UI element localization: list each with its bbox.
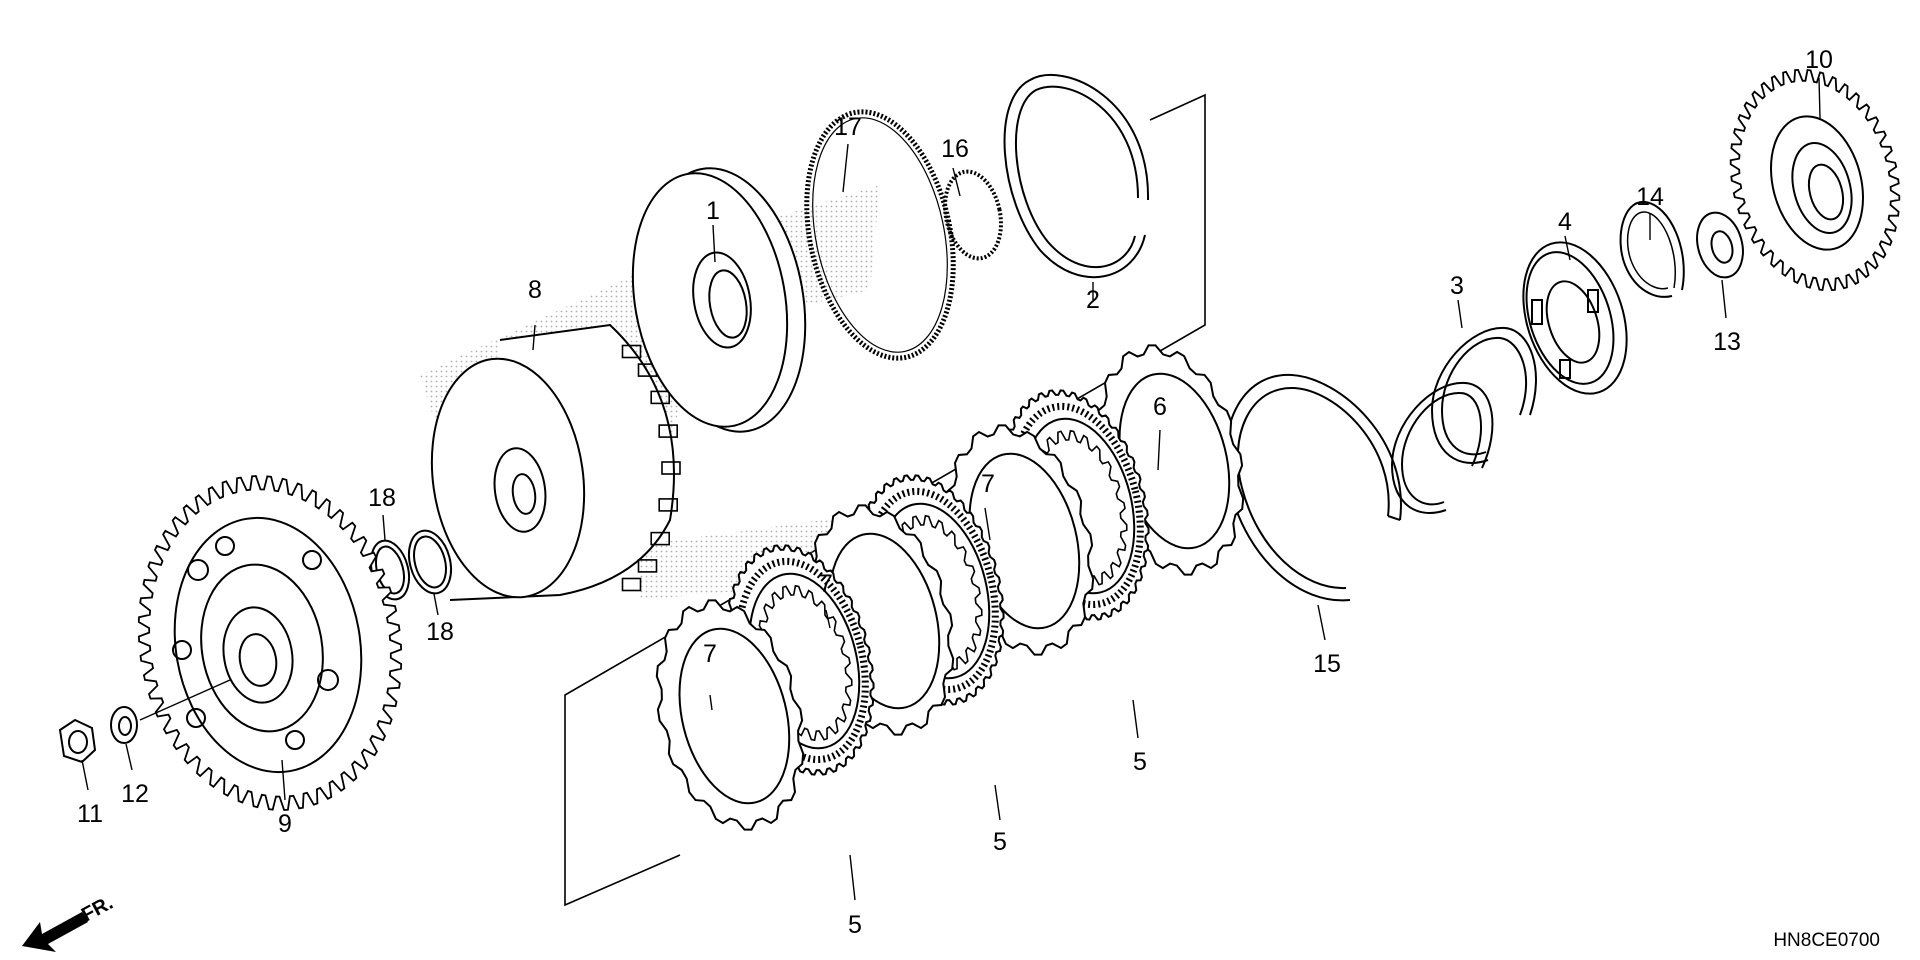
clutch-plate-7 xyxy=(655,599,805,831)
callout-13: 13 xyxy=(1713,328,1741,356)
circlip-inner xyxy=(1626,211,1676,290)
return-spring xyxy=(1390,326,1537,514)
drum-spline xyxy=(650,531,671,546)
callout-7c: 7 xyxy=(981,470,995,498)
washer-12 xyxy=(110,706,138,744)
leader-lines xyxy=(81,77,1821,901)
primary-drive-gear xyxy=(137,475,403,811)
callout-5a: 5 xyxy=(848,911,862,939)
callout-15: 15 xyxy=(1313,650,1341,678)
thrust-washer xyxy=(1696,211,1744,279)
callout-12: 12 xyxy=(121,780,149,808)
front-direction-indicator: FR. xyxy=(22,892,117,952)
callout-10: 10 xyxy=(1805,46,1833,74)
snap-ring-large-inner xyxy=(1236,386,1390,590)
circlip xyxy=(1619,200,1685,298)
o-ring-large-inner xyxy=(812,117,948,353)
front-arrow-icon xyxy=(22,912,88,952)
spring-retainer xyxy=(1522,241,1628,395)
callout-3: 3 xyxy=(1450,272,1464,300)
callout-2: 2 xyxy=(1086,286,1100,314)
drum-spline xyxy=(637,559,658,573)
clutch-plate-stack xyxy=(655,344,1245,831)
drum-spline xyxy=(650,390,671,405)
snap-ring-large xyxy=(1224,373,1402,602)
drum-spline xyxy=(658,424,679,438)
callout-9: 9 xyxy=(278,810,292,838)
callout-5c: 5 xyxy=(1133,748,1147,776)
callout-16: 16 xyxy=(941,135,969,163)
drum-spline xyxy=(621,344,642,359)
callout-11: 11 xyxy=(77,800,103,828)
o-ring-18-right xyxy=(407,529,453,595)
snap-ring-upper-inner xyxy=(1014,85,1139,269)
callout-17: 17 xyxy=(834,113,862,141)
clutch-piston xyxy=(631,167,807,433)
clutch-outer-drum xyxy=(430,323,681,601)
drawing-code: HN8CE0700 xyxy=(1773,930,1880,951)
callout-7b: 7 xyxy=(819,570,833,598)
driven-gear xyxy=(1729,68,1901,292)
drum-spline xyxy=(621,577,642,592)
snap-ring-upper xyxy=(1003,74,1150,279)
callout-7a: 7 xyxy=(703,640,717,668)
callout-4: 4 xyxy=(1558,208,1572,236)
callout-8: 8 xyxy=(528,276,542,304)
drum-spline xyxy=(658,498,679,512)
snap-ring-gap xyxy=(1387,515,1401,521)
callout-6: 6 xyxy=(1153,393,1167,421)
callout-14: 14 xyxy=(1636,183,1664,211)
callout-18b: 18 xyxy=(426,618,454,646)
callout-5b: 5 xyxy=(993,828,1007,856)
o-ring-small xyxy=(943,169,1003,261)
callout-labels: 1 2 3 4 5 5 5 6 7 7 7 8 9 10 11 12 13 14… xyxy=(77,46,1833,939)
drum-spline xyxy=(661,461,681,475)
lock-nut xyxy=(58,718,97,764)
callout-18a: 18 xyxy=(368,484,396,512)
callout-1: 1 xyxy=(706,197,720,225)
